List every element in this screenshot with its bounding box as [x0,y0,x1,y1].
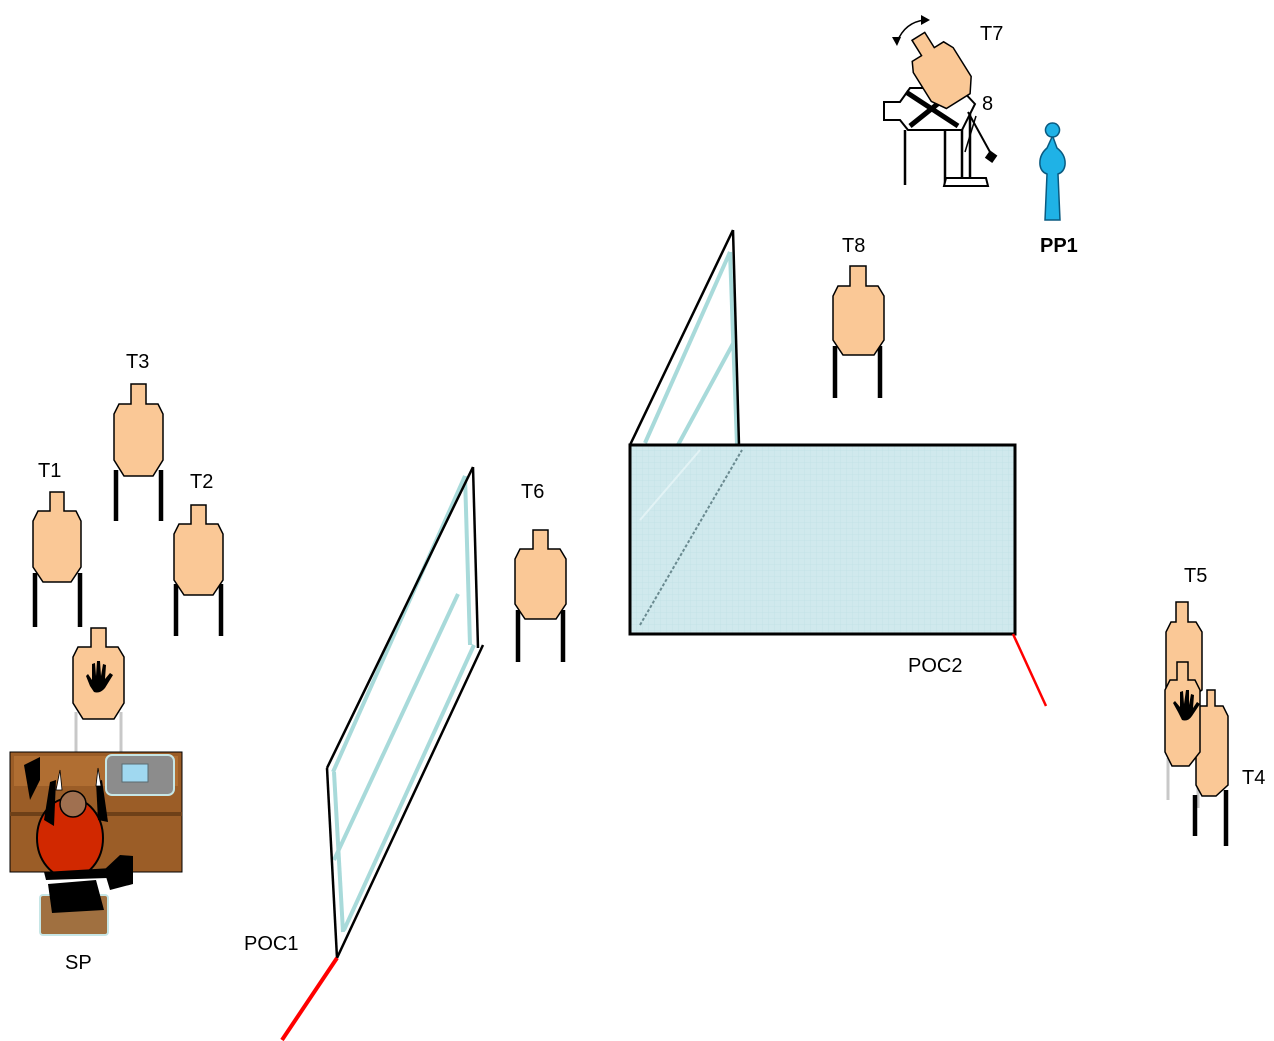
label-poc2: POC2 [908,655,962,677]
target-t1: T1 [32,460,83,627]
target-group-t4-t5: T5 T4 [1164,565,1265,846]
wall-poc2: POC2 [628,229,1048,707]
hand-icon-2 [1173,690,1200,721]
target-t7: T7 8 [883,15,1003,187]
poc1-line [280,956,339,1041]
target-t2: T2 [173,471,224,636]
target-t3: T3 [113,351,164,521]
person-icon [1039,122,1066,221]
hand-icon [86,661,113,693]
label-t8: T8 [842,235,865,257]
label-sp: SP [65,952,92,974]
label-t7: T7 [980,23,1003,45]
label-poc1: POC1 [244,933,298,955]
label-t6: T6 [521,481,544,503]
poc2-line [1011,633,1048,707]
target-t6: T6 [514,481,567,662]
label-t5: T5 [1184,565,1207,587]
shooter-position: SP [9,751,183,974]
label-pp1: PP1 [1040,235,1078,257]
label-t3: T3 [126,351,149,373]
target-t8: T8 [832,235,885,398]
label-t4: T4 [1242,767,1265,789]
label-t1: T1 [38,460,61,482]
pp1-figure: PP1 [1039,122,1078,257]
no-shoot-target [72,627,125,760]
label-stray-8: 8 [982,93,993,115]
label-t2: T2 [190,471,213,493]
wall-poc1: POC1 [244,466,485,1041]
